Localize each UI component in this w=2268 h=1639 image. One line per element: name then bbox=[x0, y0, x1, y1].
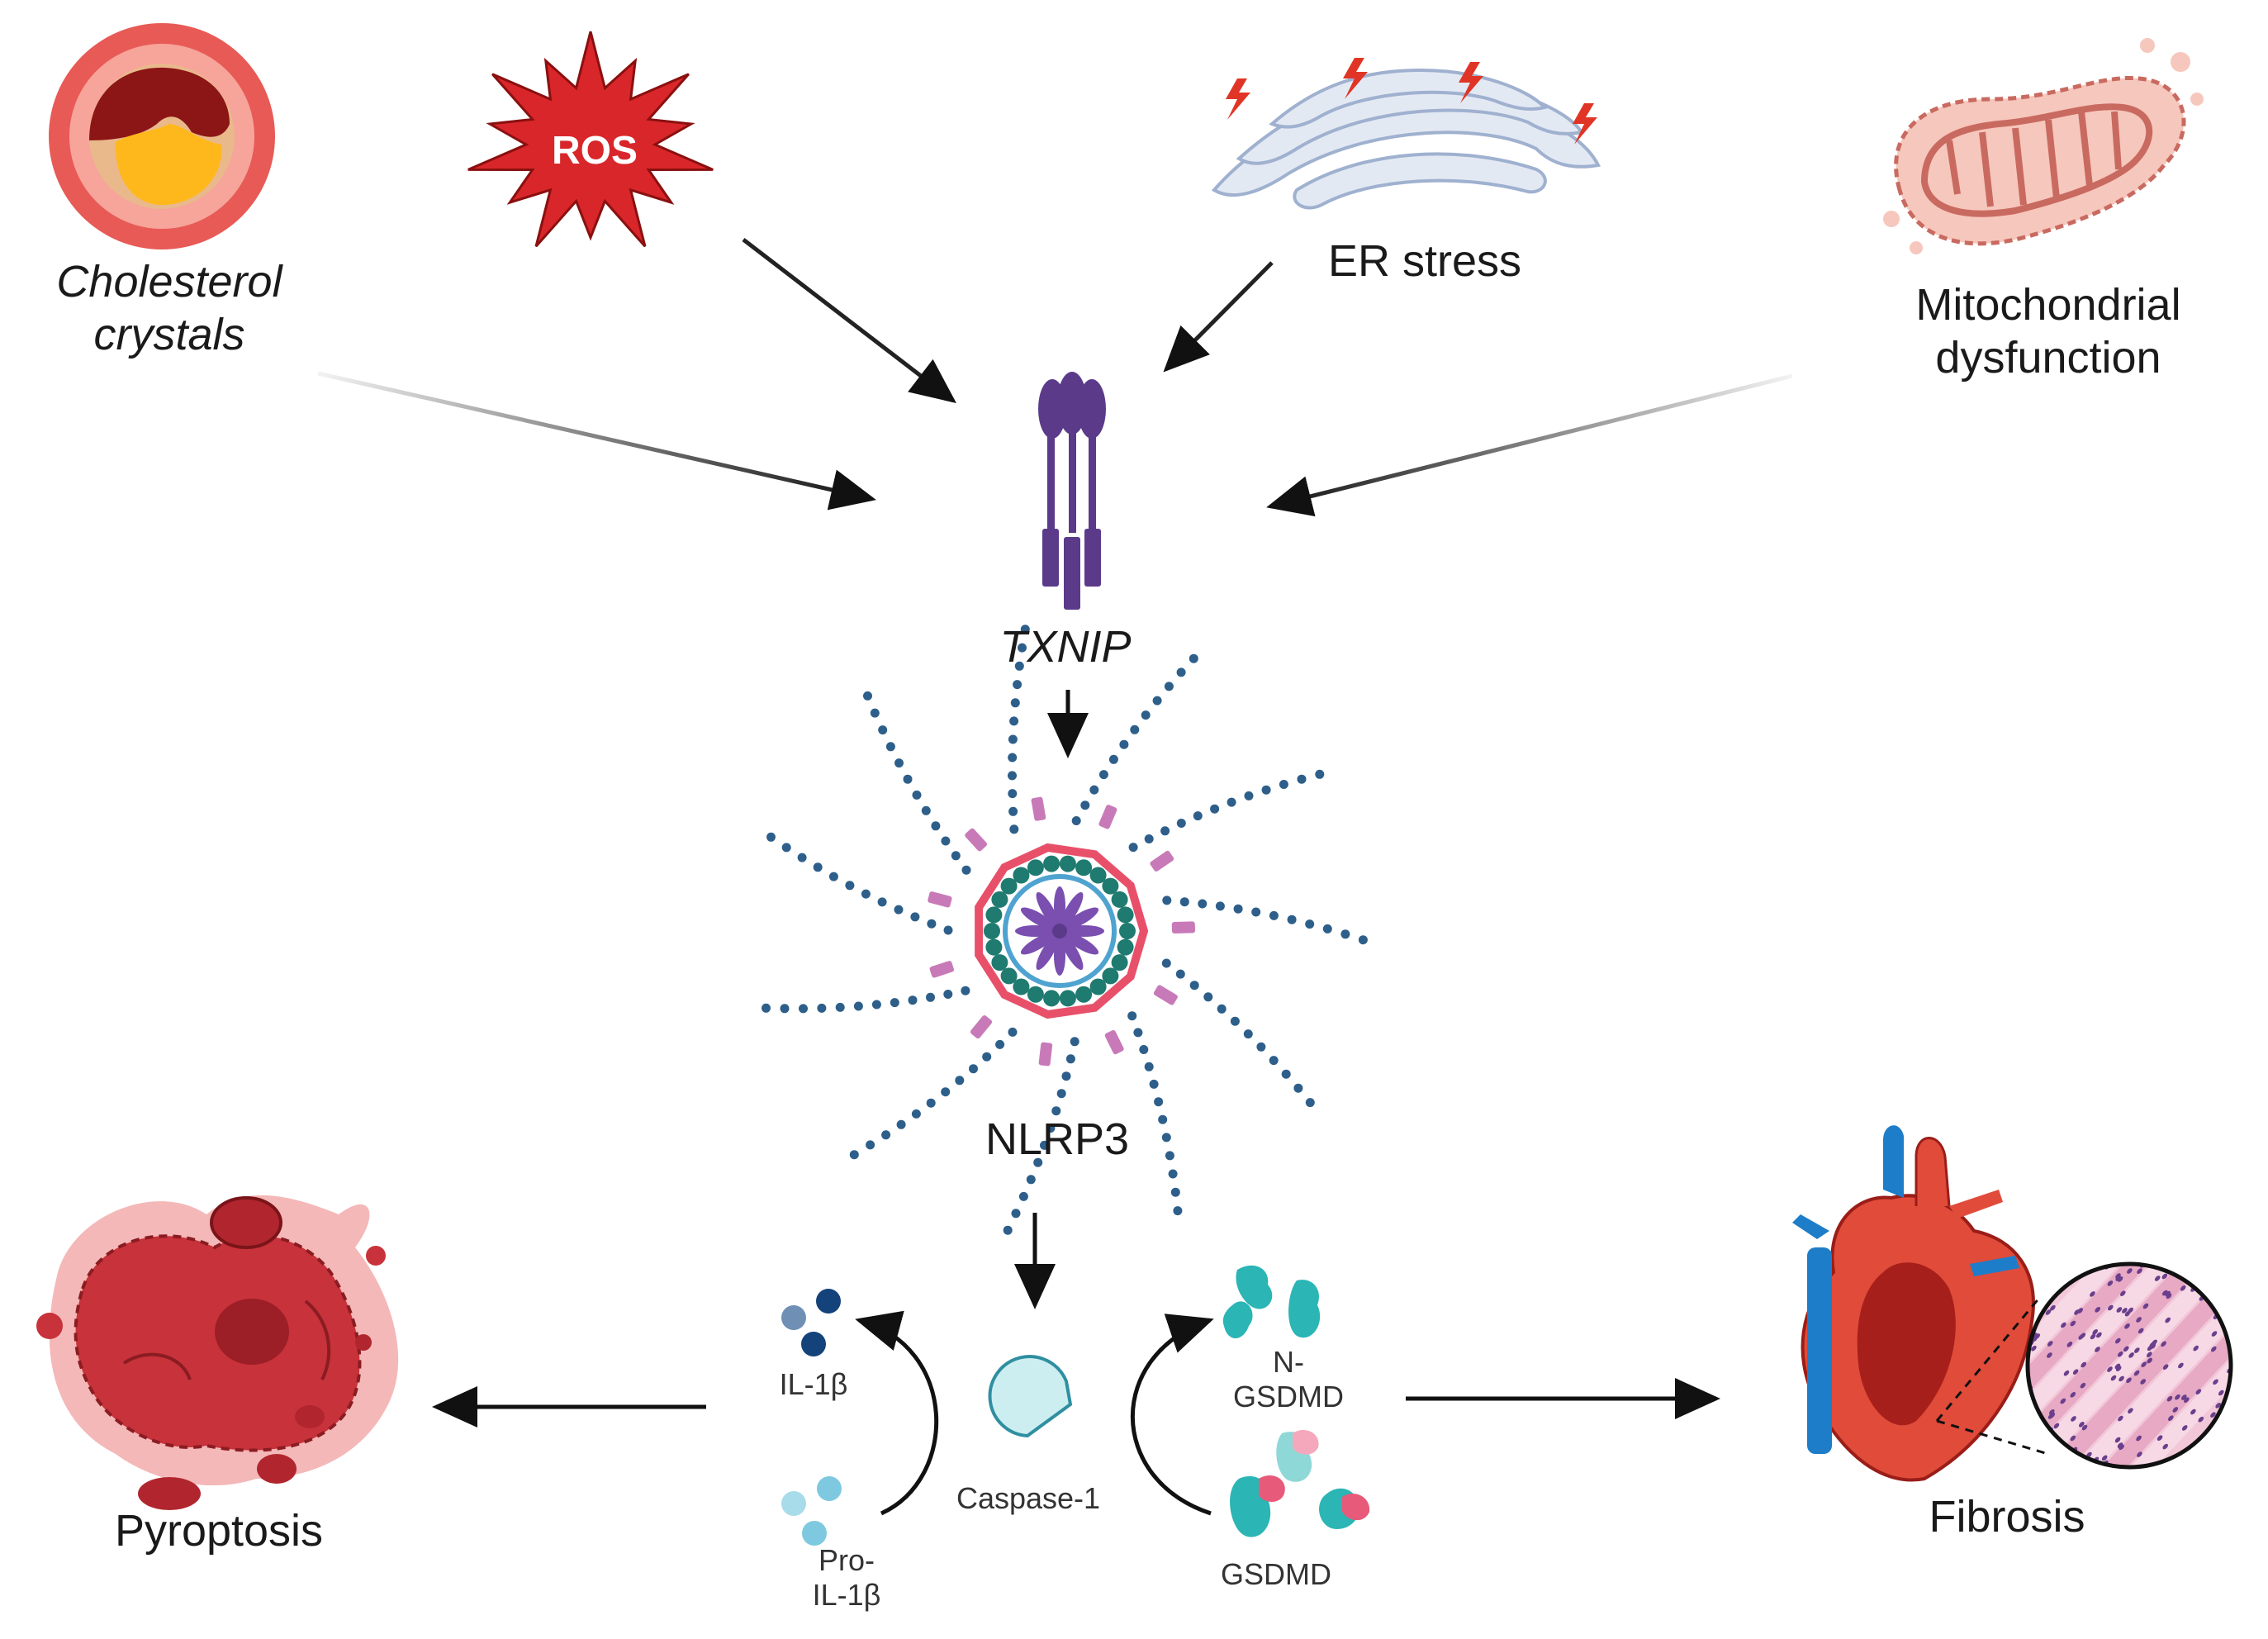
label-er-stress: ER stress bbox=[1327, 236, 1522, 286]
n-gsdmd-fragments-icon bbox=[1222, 1265, 1321, 1338]
pyroptotic-cell-icon bbox=[36, 1195, 399, 1510]
arrow-pro-il1b-to-il1b bbox=[855, 1310, 939, 1516]
arrow-er-to-txnip bbox=[1163, 261, 1274, 373]
mitochondria-line1: Mitochondrial bbox=[1915, 280, 2181, 330]
gsdmd-proteins-icon bbox=[1230, 1430, 1370, 1537]
txnip-receptor-icon bbox=[1038, 372, 1106, 610]
label-pro-il1b: Pro- IL-1β bbox=[793, 1543, 900, 1613]
artery-cross-section-icon bbox=[49, 23, 275, 249]
label-txnip: TXNIP bbox=[999, 622, 1132, 672]
endoplasmic-reticulum-icon bbox=[1211, 68, 1601, 210]
lightning-bolt-icons bbox=[1226, 58, 1597, 145]
pro-il1b-line2: IL-1β bbox=[812, 1578, 881, 1613]
n-gsdmd-line2: GSDMD bbox=[1233, 1380, 1344, 1414]
mitochondria-line2: dysfunction bbox=[1935, 332, 2161, 382]
label-n-gsdmd: N- GSDMD bbox=[1222, 1345, 1355, 1415]
label-cholesterol-crystals: Cholesterol crystals bbox=[33, 256, 306, 361]
pro-il1b-line1: Pro- bbox=[818, 1543, 875, 1577]
label-fibrosis: Fibrosis bbox=[1929, 1492, 2085, 1542]
label-caspase-1: Caspase-1 bbox=[956, 1481, 1101, 1515]
arrow-gsdmd-to-n-gsdmd bbox=[1131, 1314, 1214, 1516]
pro-il1b-molecules-icon bbox=[781, 1476, 842, 1546]
mitochondria-icon bbox=[1883, 38, 2204, 254]
arrows bbox=[317, 238, 1793, 1516]
arrow-mito-to-txnip bbox=[1266, 373, 1793, 517]
n-gsdmd-line1: N- bbox=[1273, 1345, 1304, 1379]
cholesterol-line2: crystals bbox=[93, 309, 245, 359]
label-gsdmd: GSDMD bbox=[1221, 1557, 1331, 1591]
arrow-ros-to-txnip bbox=[742, 238, 956, 404]
label-pyroptosis: Pyroptosis bbox=[114, 1506, 324, 1556]
cholesterol-line1: Cholesterol bbox=[56, 257, 282, 306]
label-nlrp3: NLRP3 bbox=[985, 1114, 1130, 1164]
label-il1b: IL-1β bbox=[779, 1367, 848, 1401]
il1b-molecules-icon bbox=[781, 1289, 841, 1356]
label-ros: ROS bbox=[551, 129, 638, 173]
nlrp3-inflammasome-icon bbox=[762, 625, 1368, 1235]
caspase-1-icon bbox=[988, 1355, 1073, 1438]
ros-starburst-icon bbox=[467, 31, 714, 248]
label-mitochondrial-dysfunction: Mitochondrial dysfunction bbox=[1875, 279, 2222, 384]
heart-icon bbox=[1792, 1125, 2035, 1482]
arrow-cholesterol-to-txnip bbox=[317, 371, 876, 511]
